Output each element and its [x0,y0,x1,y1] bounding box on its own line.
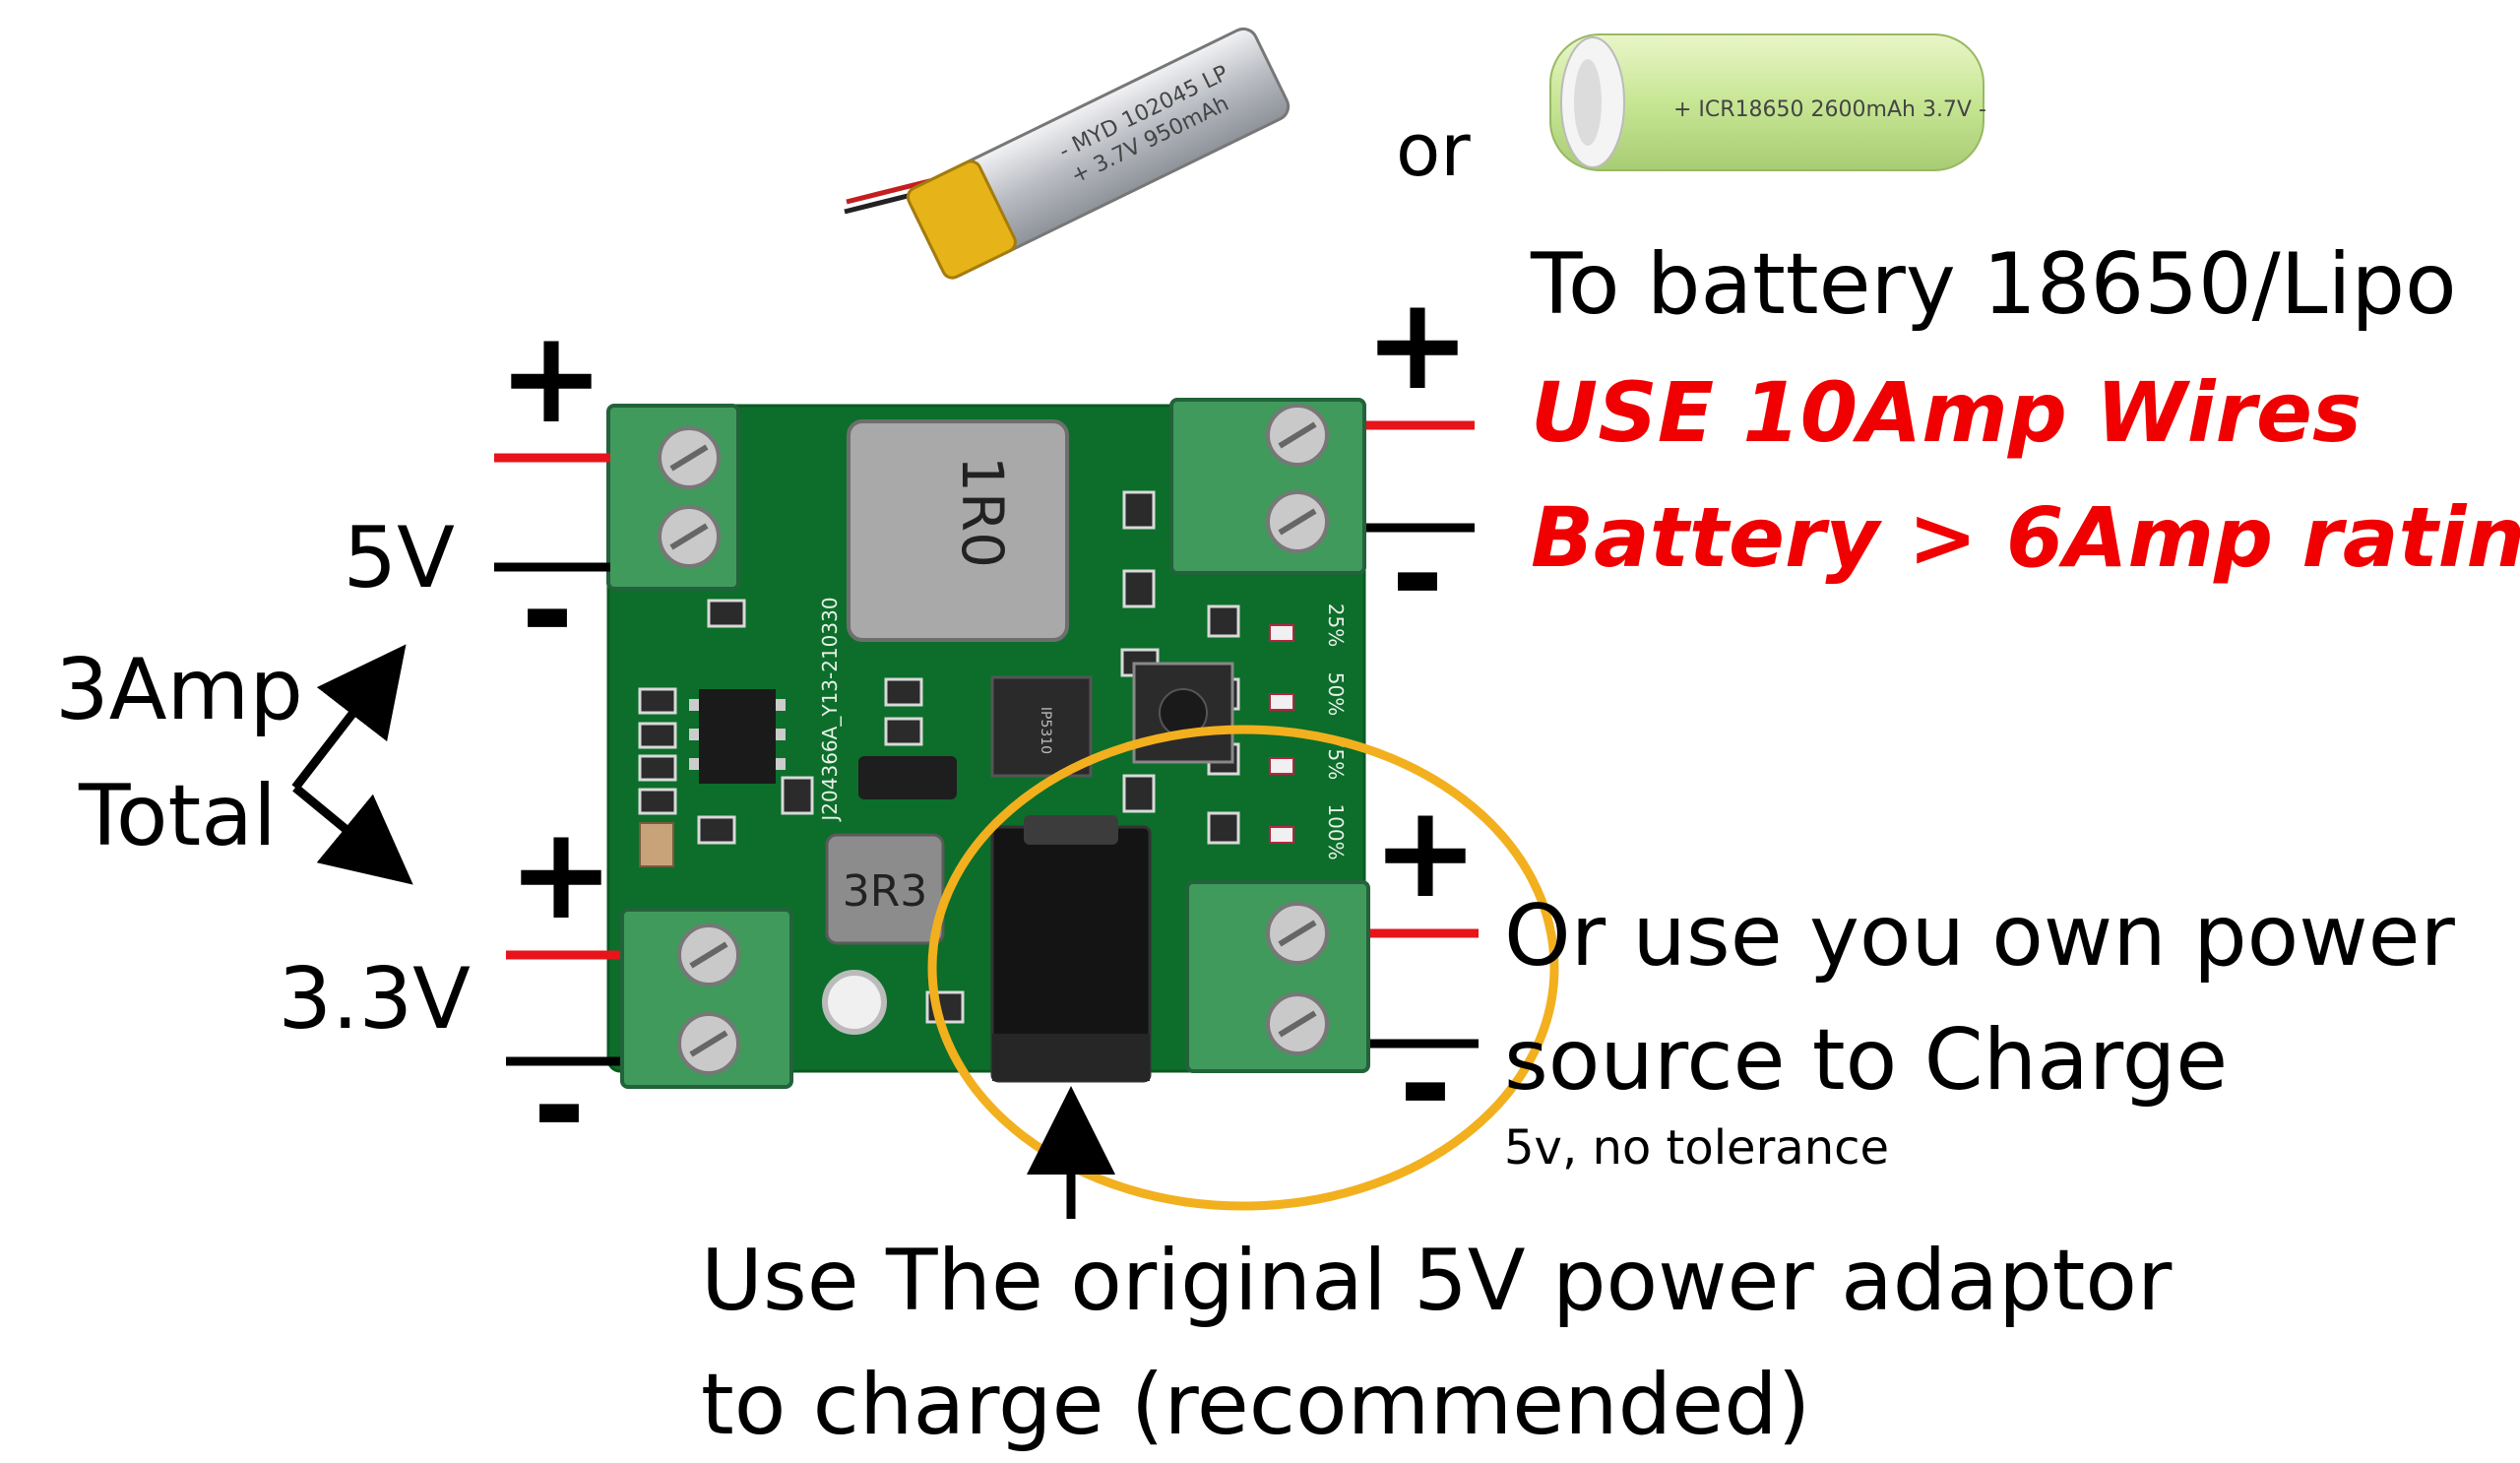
capacitor [639,822,674,867]
minus-3v3: - [533,1031,586,1180]
or-text: or [1396,108,1471,193]
silkscreen-id: J204366A_Y13-210330 [818,597,842,822]
plus-5v: + [498,302,605,452]
split-arrow-icon [291,644,413,885]
mounting-hole [822,970,887,1035]
plus-battery: + [1364,269,1472,418]
inductor-3r3: 3R3 [825,833,945,945]
inductor-1r0: 1R0 [847,419,1069,642]
charge-input-line2: source to Charge [1504,1011,2228,1110]
adaptor-line1: Use The original 5V power adaptor [701,1232,2173,1330]
total-current-line1: 3Amp [55,641,303,739]
cell-label: + ICR18650 2600mAh 3.7V - [1673,97,1986,122]
warning-rating: Battery > 6Amp rating [1531,489,2520,586]
voltage-5v-label: 5V [343,509,455,607]
18650-cell-image: + ICR18650 2600mAh 3.7V - [1549,33,1986,171]
voltage-3v3-label: 3.3V [278,950,471,1049]
level-25: 25% [1324,604,1348,647]
ic-mosfet [689,689,786,784]
level-100: 100% [1324,803,1348,859]
terminal-charge-in [1185,880,1370,1073]
svg-text:IP5310: IP5310 [1038,707,1053,754]
battery-port-title: To battery 18650/Lipo [1530,235,2457,334]
terminal-5v-out [606,404,740,591]
minus-5v: - [521,536,574,685]
plus-3v3: + [508,798,615,948]
plus-charge: + [1372,777,1480,926]
charge-input-note: 5v, no tolerance [1504,1120,1889,1176]
adaptor-line2: to charge (recommended) [701,1356,1810,1454]
terminal-battery [1169,398,1366,575]
ic-charger-controller: IP5310 [990,675,1093,778]
minus-battery: - [1391,499,1444,649]
wires [494,420,1479,1066]
level-leds [1269,624,1294,844]
terminal-3v3-out [620,908,793,1089]
charge-input-line1: Or use you own power [1504,887,2456,986]
svg-text:1R0: 1R0 [949,456,1016,568]
push-button [1132,662,1234,764]
svg-text:3R3: 3R3 [843,866,928,917]
pcb-board: 1R0 J204366A_Y13-210330 3R3 IP5310 [606,398,1370,1089]
total-current-line2: Total [78,767,277,865]
warning-wires: USE 10Amp Wires [1531,364,2362,461]
dc-barrel-jack [990,815,1152,1083]
barrel-jack-highlight-circle [927,725,1559,1211]
lipo-battery-image: - MYD 102045 LP + 3.7V 950mAh [844,27,1291,280]
level-50: 50% [1324,672,1348,716]
minus-charge: - [1399,1009,1452,1159]
diode [858,756,957,799]
